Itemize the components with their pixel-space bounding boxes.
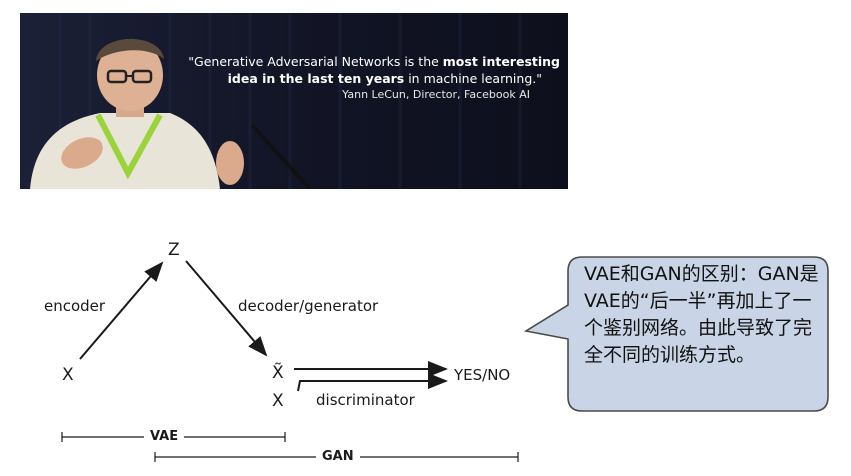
encoder-label: encoder xyxy=(44,297,106,315)
x-label: X xyxy=(62,365,74,385)
callout-shape xyxy=(523,256,829,412)
speaker-photo xyxy=(20,13,568,189)
vae-span-label: VAE xyxy=(144,429,185,444)
diagram-arrows xyxy=(61,260,519,462)
x-real-label: X xyxy=(272,391,284,411)
vae-gan-diagram: Z X X̃ X encoder decoder/generator discr… xyxy=(0,195,560,476)
callout-text: VAE和GAN的区别：GAN是VAE的“后一半”再加上了一个鉴别网络。由此导致了… xyxy=(584,263,819,366)
x-tilde-label: X̃ xyxy=(272,363,284,383)
quote-open: "Generative Adversarial Networks is the xyxy=(188,54,443,69)
quote-block: "Generative Adversarial Networks is the … xyxy=(140,53,560,103)
callout-bubble: VAE和GAN的区别：GAN是VAE的“后一半”再加上了一个鉴别网络。由此导致了… xyxy=(520,245,832,415)
decoder-arrow xyxy=(185,260,268,357)
quote-attribution: Yann LeCun, Director, Facebook AI xyxy=(342,88,530,101)
callout-outline xyxy=(523,256,829,412)
z-label: Z xyxy=(168,240,180,260)
speaker-photo-banner: "Generative Adversarial Networks is the … xyxy=(20,13,568,189)
decoder-generator-label: decoder/generator xyxy=(238,297,379,315)
discriminator-label: discriminator xyxy=(316,391,415,409)
quote-line-1: "Generative Adversarial Networks is the … xyxy=(140,53,560,70)
gan-span-label: GAN xyxy=(316,449,360,464)
real-to-discriminator-arrow xyxy=(297,373,448,392)
yes-no-label: YES/NO xyxy=(454,366,511,384)
quote-bold-2: idea in the last ten years xyxy=(227,71,405,86)
quote-close: in machine learning." xyxy=(404,71,542,86)
quote-bold-1: most interesting xyxy=(442,54,560,69)
encoder-arrow xyxy=(79,261,164,360)
quote-line-2: idea in the last ten years in machine le… xyxy=(140,70,542,87)
